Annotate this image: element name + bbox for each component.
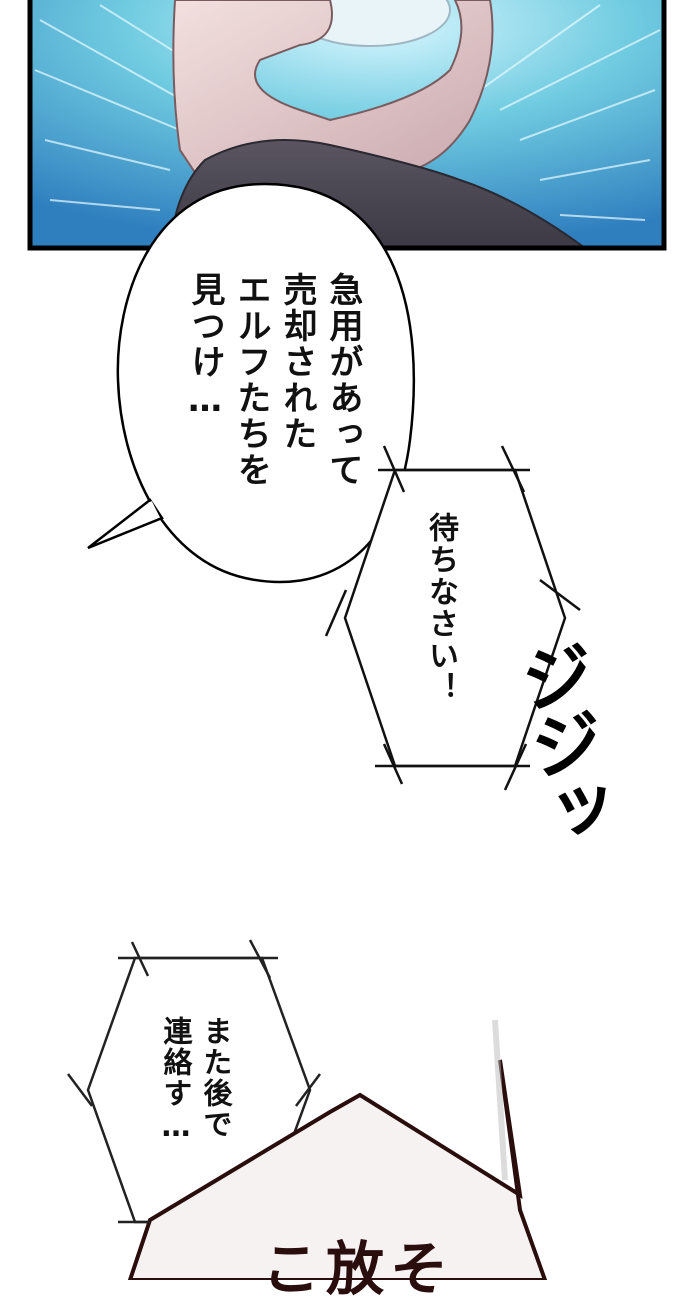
speech-bubble-text-1: 急用があって 売却された エルフたちを 見つけ… bbox=[185, 272, 363, 488]
speech-bubble-text-3: また後で 連絡す… bbox=[159, 1016, 233, 1145]
bottom-jagged-panel bbox=[127, 1059, 548, 1280]
hexagon-bubble-right bbox=[324, 445, 581, 791]
speech-bubble-text-2: 待ちなさい！ bbox=[423, 512, 458, 704]
speech-bubble-oval bbox=[116, 182, 416, 584]
speech-bubble-tail bbox=[87, 498, 164, 550]
bottom-panel-text: こ放そ bbox=[262, 1235, 455, 1303]
